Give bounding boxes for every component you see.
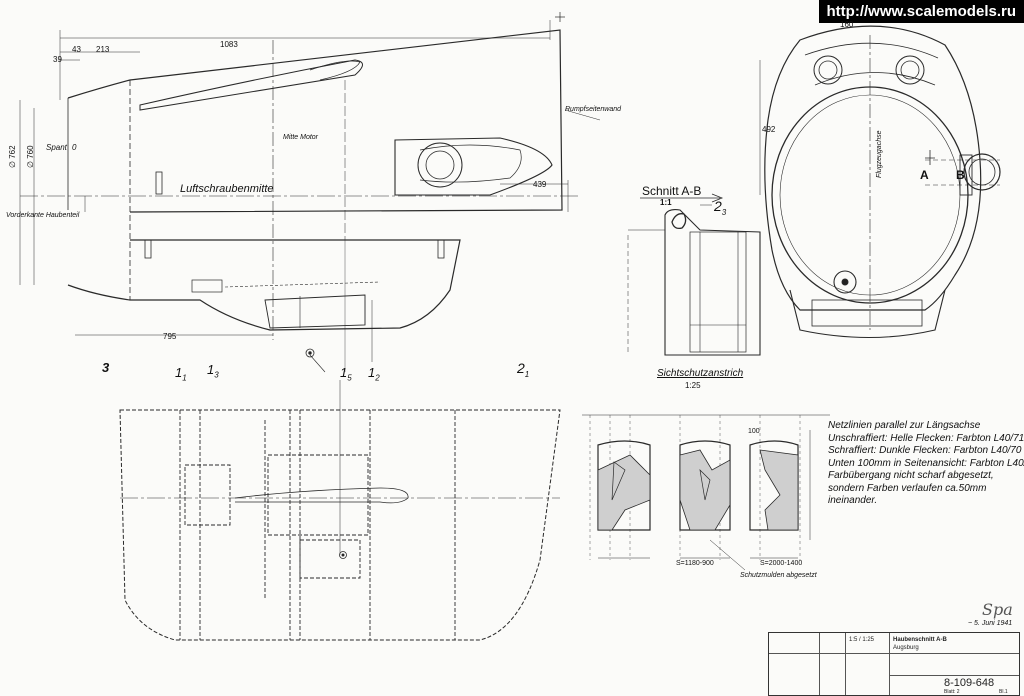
bl-label: Bl.1 (999, 689, 1008, 695)
note-line: Netzlinien parallel zur Längsachse (828, 420, 981, 431)
section-a-b (627, 193, 761, 356)
schutzmulden-label: Schutzmulden abgesetzt (740, 572, 817, 579)
rumpfseitenwand-label: Rumpfseitenwand (565, 106, 622, 113)
dim-760: ∅ 760 (26, 145, 35, 168)
dim-160: 160 (840, 20, 854, 29)
dim-795: 795 (163, 332, 177, 341)
part-number-3: 3 (102, 360, 110, 375)
span-dim-2: S=2000-1400 (760, 560, 803, 567)
title-block-scales: 1:5 / 1:25 (849, 637, 875, 643)
painting-notes: Netzlinien parallel zur Längsachse Unsch… (828, 420, 1024, 508)
dim-39: 39 (53, 55, 62, 64)
handwritten-spa: Spa (982, 600, 1013, 619)
plan-fastener-dot (341, 553, 345, 557)
blatt-label: Blatt: 2 (944, 689, 960, 695)
note-line: Unschraffiert: Helle Flecken: Farbton L4… (828, 432, 1024, 444)
dim-43: 43 (72, 45, 81, 54)
side-view-cowling (19, 20, 601, 373)
misc-markers (555, 12, 565, 22)
luftschraubenmitte-label: Luftschraubenmitte (180, 183, 274, 195)
sichtschutz-label: Sichtschutzanstrich (657, 368, 744, 379)
handwritten-date: ~ 5. Juni 1941 (968, 620, 1013, 627)
note-line: Farbübergang nicht scharf abgesetzt, (828, 470, 994, 481)
part-number-1-1: 11 (175, 365, 187, 383)
drawing-number: 8-109-648 (944, 677, 995, 689)
span-dim-1: S=1180-900 (676, 560, 714, 567)
sichtschutz-scale: 1:25 (685, 381, 701, 390)
note-line: Unten 100mm in Seitenansicht: Farbton L4… (828, 457, 1024, 469)
note-line: sondern Farben verlaufen ca.50mm (828, 482, 987, 494)
watermark: http://www.scalemodels.ru (818, 0, 1024, 23)
section-marker-b: B (956, 168, 965, 182)
part-number-2-3: 23 (714, 198, 727, 217)
dim-100: 100 (748, 428, 760, 435)
plan-view-cowling (119, 380, 561, 641)
dim-213: 213 (96, 45, 110, 54)
spant-label: Spant (46, 143, 67, 152)
note-line: Schraffiert: Dunkle Flecken: Farbton L40… (828, 445, 1022, 456)
title-block-name: Haubenschnitt A-B (893, 637, 947, 643)
camo-panels (582, 414, 830, 571)
part-number-2-1: 21 (517, 360, 530, 379)
dim-762: ∅ 762 (8, 145, 17, 168)
dim-1083: 1083 (220, 40, 238, 49)
dim-492: 492 (762, 125, 776, 134)
note-line: ineinander. (828, 495, 878, 506)
section-marker-a: A (920, 168, 929, 182)
title-block-augsburg: Augsburg (893, 645, 919, 651)
vorderkante-label: Vorderkante Haubenteil (6, 212, 80, 219)
front-view-cowling (759, 19, 1001, 339)
mitte-motor-label: Mitte Motor (283, 134, 319, 141)
section-title: Schnitt A-B (642, 184, 702, 198)
part-number-1-2: 12 (368, 365, 380, 383)
plan-fastener (339, 551, 347, 559)
spant-number: 0 (72, 143, 77, 152)
dim-439: 439 (533, 180, 547, 189)
part-number-1-5: 15 (340, 365, 352, 383)
title-block: 1:5 / 1:25 Haubenschnitt A-B Augsburg 8-… (768, 632, 1020, 696)
flugzeugachse-label: Flugzeugachse (876, 130, 883, 178)
part-number-1-3: 13 (207, 362, 219, 380)
section-scale: 1:1 (660, 198, 672, 207)
